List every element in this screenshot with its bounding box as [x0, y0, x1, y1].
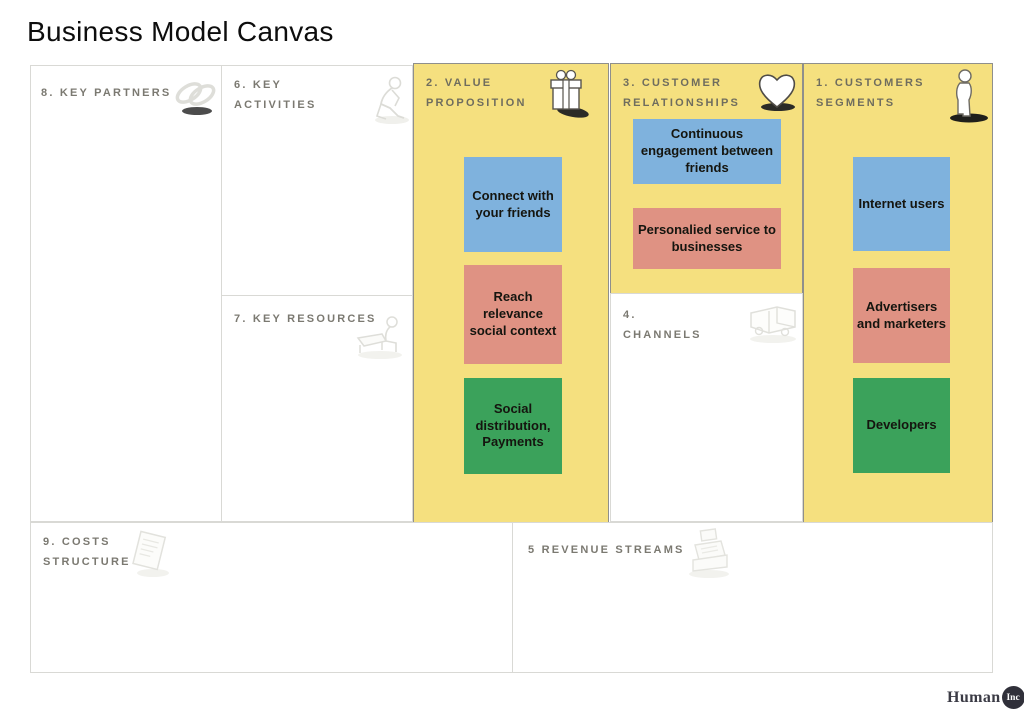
standing-person-icon [945, 67, 989, 130]
panel-customer-relationships: 3. CUSTOMER RELATIONSHIPS Continuous eng… [610, 63, 803, 294]
key-activities-title-line2: ACTIVITIES [234, 98, 317, 111]
channels-title-line2: CHANNELS [623, 328, 702, 341]
section-key-partners: 8. KEY PARTNERS [30, 65, 222, 522]
sticky-note: Connect with your friends [464, 157, 562, 252]
sticky-note: Personalied service to businesses [633, 208, 781, 269]
section-key-resources: 7. KEY RESOURCES [221, 295, 413, 522]
costs-structure-title: 9. COSTS STRUCTURE [43, 533, 131, 573]
sticky-note: Developers [853, 378, 950, 473]
humaninc-logo: Human Inc [947, 686, 1024, 709]
logo-inc-badge: Inc [1001, 686, 1024, 709]
costs-structure-title-line1: 9. COSTS [43, 536, 111, 548]
sticky-note: Internet users [853, 157, 950, 251]
customer-relationships-title: 3. CUSTOMER RELATIONSHIPS [623, 74, 740, 114]
gift-icon [544, 67, 594, 126]
customer-relationships-title-line2: RELATIONSHIPS [623, 96, 741, 109]
logo-text: Human [947, 688, 1001, 706]
section-costs-structure: 9. COSTS STRUCTURE [30, 522, 513, 673]
sticky-note: Continuous engagement between friends [633, 119, 781, 184]
delivery-truck-icon [743, 299, 801, 350]
receipt-icon [123, 527, 177, 586]
section-key-activities: 6. KEY ACTIVITIES [221, 65, 413, 296]
chain-links-icon [169, 73, 221, 124]
heart-icon [753, 69, 801, 118]
channels-title-line1: 4. [623, 309, 637, 321]
desk-worker-icon [352, 312, 408, 367]
costs-structure-title-line2: STRUCTURE [43, 555, 131, 568]
panel-customers-segments: 1. CUSTOMERS SEGMENTS Internet users Adv… [803, 63, 993, 524]
customers-segments-title-line1: 1. CUSTOMERS [816, 77, 925, 89]
key-resources-title: 7. KEY RESOURCES [234, 313, 377, 325]
customer-relationships-title-line1: 3. CUSTOMER [623, 77, 723, 89]
sticky-note: Reach relevance social context [464, 265, 562, 364]
customers-segments-title: 1. CUSTOMERS SEGMENTS [816, 74, 925, 114]
working-person-icon [368, 74, 412, 131]
revenue-streams-title: 5 REVENUE STREAMS [528, 544, 685, 556]
page-title: Business Model Canvas [27, 16, 334, 47]
key-activities-title: 6. KEY ACTIVITIES [234, 76, 317, 116]
value-proposition-title-line2: PROPOSITION [426, 96, 527, 109]
customers-segments-title-line2: SEGMENTS [816, 96, 896, 109]
section-revenue-streams: 5 REVENUE STREAMS [512, 522, 993, 673]
sticky-note: Advertisers and marketers [853, 268, 950, 363]
cash-register-icon [681, 523, 737, 586]
sticky-note: Social distribution, Payments [464, 378, 562, 474]
key-activities-title-line1: 6. KEY [234, 79, 283, 91]
channels-title: 4. CHANNELS [623, 306, 702, 346]
key-partners-title: 8. KEY PARTNERS [41, 87, 172, 99]
panel-value-proposition: 2. VALUE PROPOSITION Connect with your f… [413, 63, 609, 524]
section-channels: 4. CHANNELS [610, 293, 803, 522]
value-proposition-title-line1: 2. VALUE [426, 77, 493, 89]
value-proposition-title: 2. VALUE PROPOSITION [426, 74, 527, 114]
